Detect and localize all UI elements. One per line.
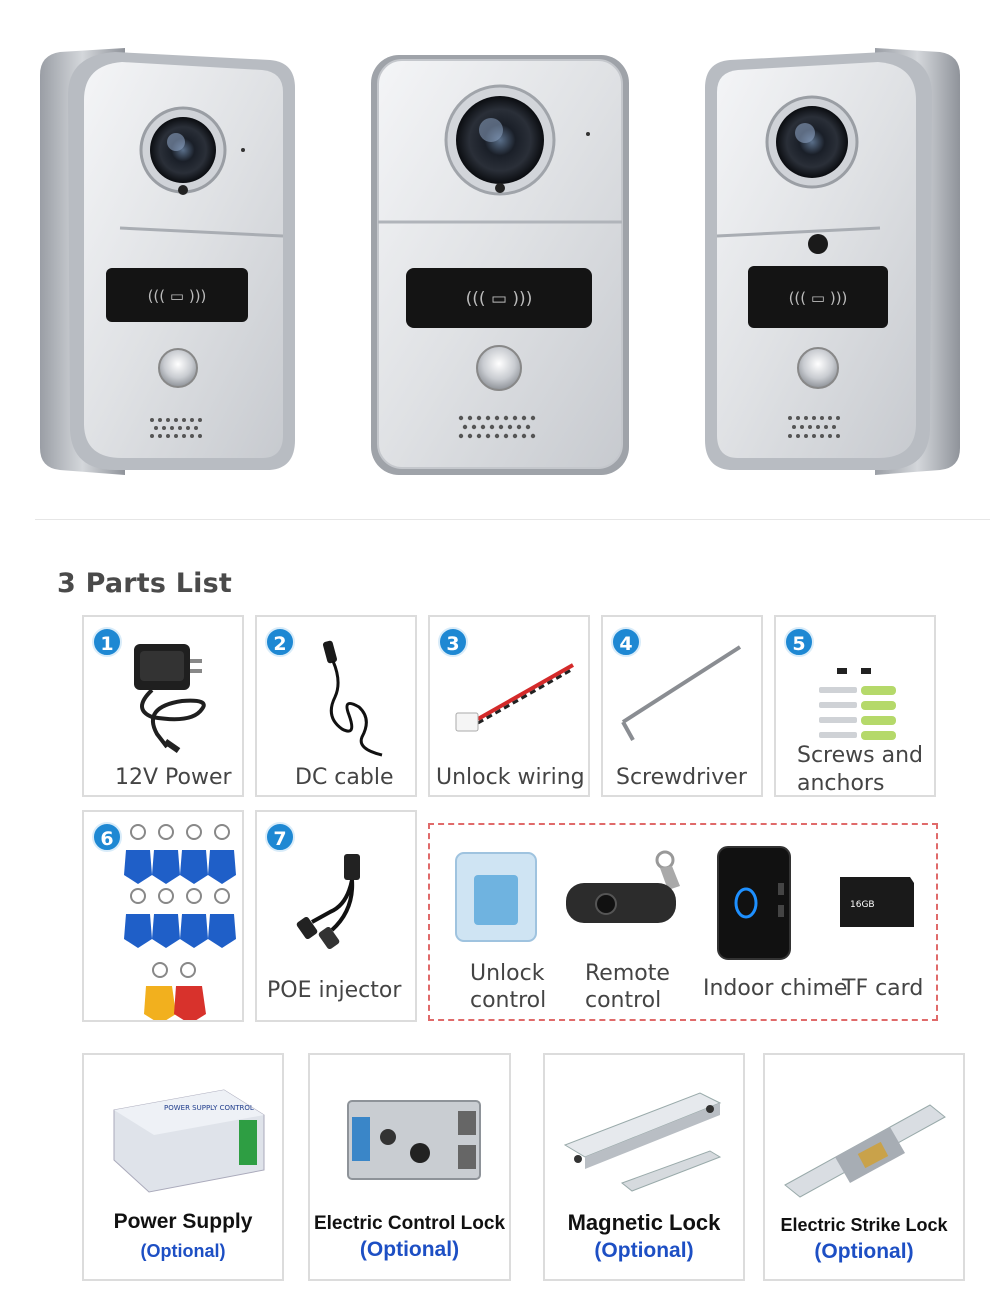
power-supply-header: POWER SUPPLY CONTROL (164, 1104, 254, 1112)
part-card-key-fobs: 6 (82, 810, 244, 1022)
power-adapter-icon (134, 644, 206, 754)
tf-card-icon: 16GB (840, 877, 914, 927)
doorbell-product-images: ((( ▭ ))) ((( ▭ ))) (0, 0, 1000, 500)
lock-card-power-supply: POWER SUPPLY CONTROL Power Supply (Optio… (82, 1053, 284, 1281)
lock-card-electric-strike-lock: Electric Strike Lock (Optional) (763, 1053, 965, 1281)
optional-label: Indoor chime (703, 976, 848, 1001)
lock-name: Magnetic Lock (567, 1210, 721, 1235)
optional-label-line1: Remote (585, 961, 670, 986)
lock-optional: (Optional) (594, 1239, 694, 1262)
part-number-badge: 7 (265, 822, 295, 852)
optional-label: TF card (842, 976, 924, 1001)
part-number-badge: 2 (265, 627, 295, 657)
part-label: POE injector (267, 978, 402, 1003)
allen-key-icon (621, 645, 742, 741)
part-card-12v-power: 1 12V Power (82, 615, 244, 797)
optional-label-line2: control (470, 988, 547, 1013)
part-card-poe-injector: 7 POE injector (255, 810, 417, 1022)
svg-text:((( ▭ ))): ((( ▭ ))) (789, 289, 848, 307)
part-label: Screwdriver (616, 765, 747, 790)
part-number-badge: 3 (438, 627, 468, 657)
optional-accessories-box (428, 823, 938, 1021)
doorbell-left-view: ((( ▭ ))) (40, 48, 295, 475)
part-label: DC cable (295, 765, 394, 790)
part-card-screws-and-anchors: 5 Screws and anchors (774, 615, 936, 797)
part-card-dc-cable: 2 DC cable (255, 615, 417, 797)
unlock-control-icon (455, 852, 537, 942)
rfid-keyfob-icon (124, 824, 236, 1020)
magnetic-lock-icon (563, 1092, 722, 1192)
part-number-badge: 4 (611, 627, 641, 657)
part-card-unlock-wiring: 3 Unlock wiring (428, 615, 590, 797)
optional-label-line1: Unlock (470, 961, 545, 986)
doorbell-illustration: ((( ▭ ))) ((( ▭ ))) (40, 48, 960, 475)
part-label: Unlock wiring (436, 765, 585, 790)
lock-name: Electric Control Lock (313, 1213, 506, 1234)
lock-card-electric-control-lock: Electric Control Lock (Optional) (308, 1053, 511, 1281)
part-card-screwdriver: 4 Screwdriver (601, 615, 763, 797)
doorbell-front-view: ((( ▭ ))) (371, 55, 629, 475)
electric-control-lock-icon (347, 1100, 481, 1180)
poe-injector-icon (296, 854, 360, 950)
part-label-line1: Screws and (797, 743, 923, 768)
parts-list-title: 3 Parts List (57, 568, 232, 599)
lock-optional: (Optional) (359, 1238, 460, 1261)
lock-name: Power Supply (113, 1210, 253, 1233)
part-number-badge: 1 (92, 627, 122, 657)
lock-optional: (Optional) (814, 1240, 914, 1263)
part-label: 12V Power (115, 765, 232, 790)
remote-control-icon (566, 850, 680, 923)
lock-name: Electric Strike Lock (780, 1215, 948, 1235)
part-number-badge: 6 (92, 822, 122, 852)
section-divider (35, 519, 990, 520)
wiring-harness-icon (455, 663, 574, 732)
power-supply-icon: POWER SUPPLY CONTROL (113, 1089, 265, 1193)
lock-card-magnetic-lock: Magnetic Lock (Optional) (543, 1053, 745, 1281)
doorbell-right-view: ((( ▭ ))) (705, 48, 960, 475)
dc-cable-icon (322, 640, 383, 757)
tf-card-capacity: 16GB (850, 900, 875, 910)
indoor-chime-icon (717, 846, 791, 960)
lock-optional: (Optional) (140, 1241, 226, 1261)
optional-label-line2: control (585, 988, 662, 1013)
part-number-badge: 5 (784, 627, 814, 657)
screws-anchors-icon (819, 668, 896, 740)
part-label-line2: anchors (797, 771, 885, 796)
svg-text:((( ▭ ))): ((( ▭ ))) (148, 287, 207, 305)
svg-text:((( ▭ ))): ((( ▭ ))) (466, 289, 533, 309)
electric-strike-lock-icon (784, 1104, 946, 1198)
